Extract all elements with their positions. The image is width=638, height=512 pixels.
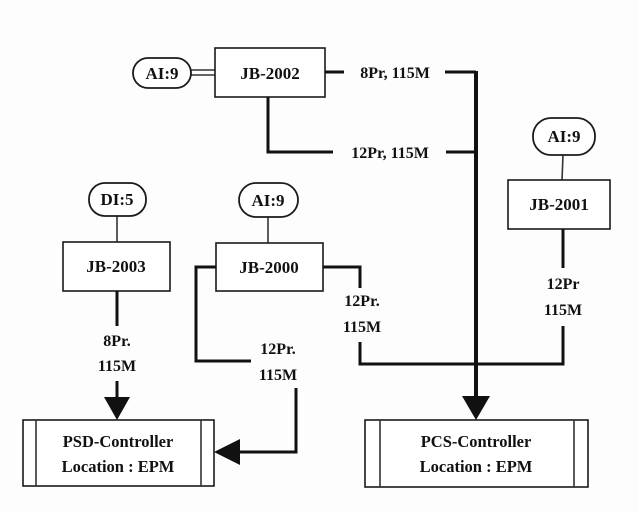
cable-label-line1: 12Pr.: [344, 293, 379, 310]
junction-box-label: JB-2001: [529, 195, 589, 214]
jb-2001-group: AI:9 JB-2001 12Pr 115M: [476, 117, 611, 366]
cable-line: [358, 342, 476, 366]
signal-pill-jb2000: [238, 182, 299, 218]
cable-line: [236, 388, 298, 454]
cable-line: [266, 97, 333, 154]
signal-label: DI:5: [100, 190, 133, 209]
jb-2000-group: AI:9 JB-2000 12Pr. 115M 12Pr. 115M: [194, 182, 476, 465]
controller-location: Location : EPM: [62, 457, 175, 476]
psd-arrow-head: [104, 397, 130, 420]
junction-box-label: JB-2002: [240, 64, 300, 83]
cable-label-line2: 115M: [544, 302, 582, 319]
pcs-arrow-head: [462, 396, 490, 420]
signal-pill-jb2003: [88, 182, 147, 217]
cable-label-line1: 8Pr.: [103, 333, 130, 350]
signal-label: AI:9: [547, 127, 580, 146]
junction-box-jb2002: [214, 47, 326, 98]
cable-line: [476, 326, 565, 366]
cable-label-line2: 115M: [98, 358, 136, 375]
junction-box-label: JB-2000: [239, 258, 299, 277]
cable-line: [194, 265, 251, 363]
controller-location: Location : EPM: [420, 457, 533, 476]
cable-label: 12Pr, 115M: [351, 145, 429, 162]
controller-box-psd: [22, 419, 215, 487]
junction-box-jb2003: [62, 241, 171, 292]
controller-name: PCS-Controller: [421, 432, 532, 451]
psd-controller: PSD-Controller Location : EPM: [22, 419, 215, 487]
signal-pill-jb2002: [132, 57, 192, 89]
cable-line: [323, 265, 362, 288]
junction-box-jb2001: [507, 179, 611, 230]
jb-2003-group: DI:5 JB-2003 8Pr. 115M: [62, 182, 171, 420]
controller-name: PSD-Controller: [63, 432, 174, 451]
controller-box-pcs: [364, 419, 589, 488]
psd-side-arrow-head: [214, 439, 240, 465]
cable-label: 8Pr, 115M: [360, 65, 430, 82]
cable-label-line1: 12Pr: [547, 276, 580, 293]
pcs-controller: PCS-Controller Location : EPM: [364, 419, 589, 488]
signal-label: AI:9: [145, 64, 178, 83]
trunk-to-pcs: [462, 71, 490, 420]
cable-label-line2: 115M: [343, 319, 381, 336]
jb-2002-group: AI:9 JB-2002 8Pr, 115M 12Pr, 115M: [132, 47, 476, 162]
signal-label: AI:9: [251, 191, 284, 210]
cable-label-line2: 115M: [259, 367, 297, 384]
cable-label-line1: 12Pr.: [260, 341, 295, 358]
signal-pill-jb2001: [532, 117, 596, 156]
junction-box-label: JB-2003: [86, 257, 146, 276]
signal-connector: [561, 154, 564, 181]
